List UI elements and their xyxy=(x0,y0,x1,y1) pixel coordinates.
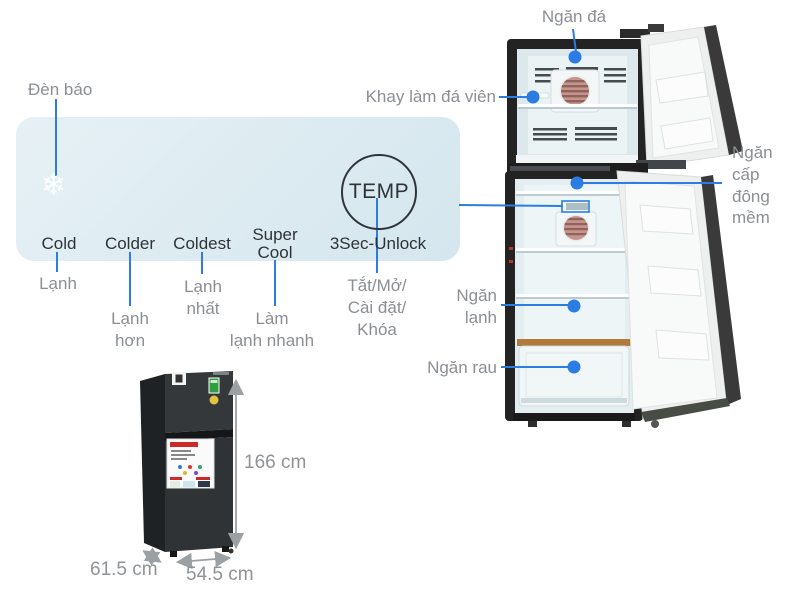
freezer-compartment xyxy=(507,39,647,169)
fridge-compartment xyxy=(505,171,643,427)
mini-fridge-illustration xyxy=(140,371,234,557)
caption-cold: Lạnh xyxy=(39,274,77,293)
indicator-light-label: Đèn báo xyxy=(28,80,93,99)
open-fridge-illustration xyxy=(505,24,743,428)
snowflake-icon: ❄ xyxy=(41,169,67,202)
callout-freezer: Ngăn đá xyxy=(541,7,607,26)
caption-colder: Lạnh hơn xyxy=(111,309,149,351)
unlock-label: 3Sec-Unlock xyxy=(329,234,427,253)
caption-coldest: Lạnh nhất xyxy=(184,277,222,319)
mode-label-super-cool: Super Cool xyxy=(252,225,298,263)
callout-ice-tray: Khay làm đá viên xyxy=(365,87,496,106)
dimension-width: 54.5 cm xyxy=(186,564,254,585)
fridge-door xyxy=(616,170,741,428)
temp-button-graphic: TEMP xyxy=(341,154,417,230)
callout-dots xyxy=(526,50,584,374)
callout-soft-freezer: Ngăn cấp đông mềm xyxy=(732,143,773,228)
caption-temp-button: Tắt/Mở/ Cài đặt/ Khóa xyxy=(347,276,407,340)
temp-button-label: TEMP xyxy=(348,180,410,203)
caption-super-cool: Làm lạnh nhanh xyxy=(229,309,315,351)
dimension-arrows xyxy=(142,378,245,570)
freezer-door xyxy=(620,24,743,169)
dimension-height: 166 cm xyxy=(244,452,307,473)
dimension-depth: 61.5 cm xyxy=(90,559,158,580)
callout-cooler: Ngăn lạnh xyxy=(456,286,497,328)
mode-label-cold: Cold xyxy=(41,234,77,253)
mode-label-coldest: Coldest xyxy=(173,234,231,253)
mode-label-colder: Colder xyxy=(104,234,156,253)
callout-crisper: Ngăn rau xyxy=(427,358,497,377)
